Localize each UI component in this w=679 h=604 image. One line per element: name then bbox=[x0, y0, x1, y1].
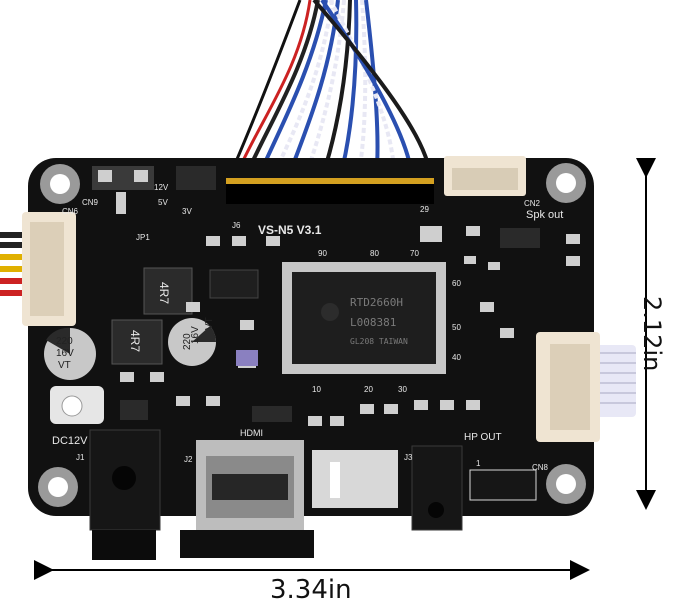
hdmi-port-j2 bbox=[180, 440, 314, 558]
cap2-line2: 16V bbox=[190, 326, 201, 344]
ribbon-connector-cn8 bbox=[536, 332, 600, 442]
inductors bbox=[111, 267, 193, 365]
chip-mark-line3: GL208 TAIWAN bbox=[350, 337, 408, 346]
switch-block bbox=[312, 450, 398, 508]
pin-mark-50: 50 bbox=[452, 323, 461, 332]
cn2-label: CN2 bbox=[524, 199, 541, 208]
headphone-jack-j3 bbox=[411, 445, 463, 531]
cn8-label: CN8 bbox=[532, 463, 549, 472]
3v-label: 3V bbox=[182, 207, 192, 216]
chip-mark-line1: RTD2660H bbox=[350, 296, 403, 309]
inductor-mark-1: 4R7 bbox=[157, 282, 171, 304]
cap2-line3: VT bbox=[204, 317, 215, 330]
pin-29-label: 29 bbox=[420, 205, 429, 214]
cn6-label: CN6 bbox=[62, 207, 79, 216]
lvds-header-j6 bbox=[226, 178, 434, 204]
dc12v-label: DC12V bbox=[52, 435, 88, 447]
pin-mark-10: 10 bbox=[312, 385, 321, 394]
spk-out-label: Spk out bbox=[526, 209, 563, 221]
power-wires bbox=[0, 232, 22, 296]
small-ic bbox=[209, 269, 259, 299]
cap1-line2: 16V bbox=[56, 348, 74, 359]
j6-label: J6 bbox=[232, 221, 241, 230]
5v-label: 5V bbox=[158, 198, 168, 207]
cap1-line3: VT bbox=[58, 360, 71, 371]
height-label: 2.12in bbox=[638, 296, 666, 371]
pin-mark-20: 20 bbox=[364, 385, 373, 394]
small-header bbox=[469, 469, 537, 501]
smd-components bbox=[120, 226, 580, 426]
pin-mark-80: 80 bbox=[370, 249, 379, 258]
power-connector-cn6 bbox=[22, 212, 76, 326]
ribbon-wires-right bbox=[596, 345, 636, 417]
pin-1-label: 1 bbox=[476, 459, 481, 468]
cn9-label: CN9 bbox=[82, 198, 99, 207]
capacitors bbox=[44, 318, 217, 380]
width-label: 3.34in bbox=[270, 575, 352, 604]
chip-mark-line2: L008381 bbox=[350, 316, 396, 329]
12v-label: 12V bbox=[154, 183, 169, 192]
regulator-top bbox=[92, 166, 216, 214]
pin-mark-30: 30 bbox=[398, 385, 407, 394]
lvds-cable bbox=[226, 0, 432, 181]
speaker-connector-cn2 bbox=[444, 156, 526, 196]
crystal bbox=[236, 350, 258, 366]
pin-mark-90: 90 bbox=[318, 249, 327, 258]
cap1-line1: 220 bbox=[56, 336, 73, 347]
mounting-holes bbox=[38, 163, 586, 507]
pin-mark-60: 60 bbox=[452, 279, 461, 288]
hp-out-label: HP OUT bbox=[464, 432, 502, 443]
main-chip-rtd2660h bbox=[282, 262, 446, 374]
pin-mark-40: 40 bbox=[452, 353, 461, 362]
j3-label: J3 bbox=[404, 453, 413, 462]
dc-jack-j1 bbox=[89, 429, 161, 560]
model-label: VS-N5 V3.1 bbox=[258, 223, 322, 237]
cap2-line1: 220 bbox=[182, 333, 193, 350]
trim-potentiometer bbox=[50, 386, 104, 424]
j1-label: J1 bbox=[76, 453, 85, 462]
pin-mark-70: 70 bbox=[410, 249, 419, 258]
jp1-label: JP1 bbox=[136, 233, 150, 242]
j2-label: J2 bbox=[184, 455, 193, 464]
hdmi-label: HDMI bbox=[240, 428, 263, 438]
inductor-mark-2: 4R7 bbox=[128, 330, 142, 352]
